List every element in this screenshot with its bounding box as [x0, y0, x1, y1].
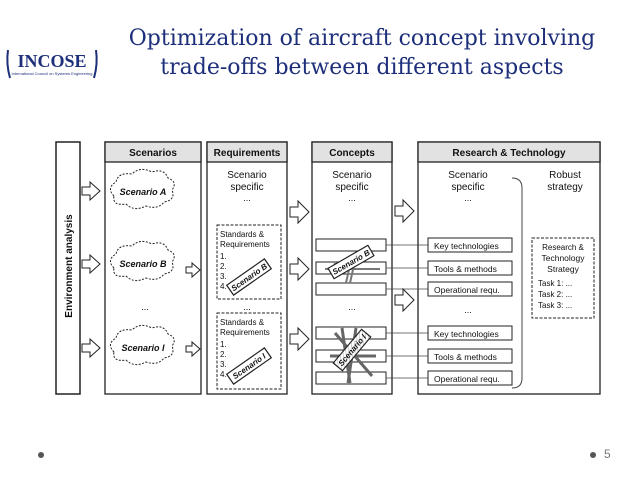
process-diagram: Environment analysis Scenarios Requireme… [55, 141, 601, 395]
logo-text: INCOSE [17, 51, 86, 71]
requirements-specific-line-2: specific [230, 182, 263, 193]
tech-b-operational: Operational requ. [434, 285, 500, 295]
scenario-i-label: Scenario I [121, 343, 165, 353]
research-ellipsis-middle: ... [464, 305, 472, 315]
slide-title-line-1: Optimization of aircraft concept involvi… [128, 26, 596, 51]
document-i-stamp-box [225, 347, 273, 385]
document-b-item-3: 3. [220, 272, 227, 281]
requirements-ellipsis-middle: ... [243, 302, 251, 312]
concepts-ellipsis-middle: ... [348, 302, 356, 312]
footer-dot-left [38, 452, 44, 458]
research-specific-line-1: Scenario [448, 170, 488, 181]
incose-logo: INCOSE International Council on Systems … [6, 49, 98, 79]
connector-lines [386, 244, 428, 379]
document-b-item-1: 1. [220, 252, 227, 261]
requirements-document-b: Standards & Requirements 1. 2. 3. 4. Sce… [216, 224, 282, 300]
env-arrow-b [81, 253, 101, 275]
environment-analysis-label: Environment analysis [64, 214, 75, 318]
document-i-item-2: 2. [220, 350, 227, 359]
research-specific-line-2: specific [451, 182, 484, 193]
document-b-heading-1: Standards & [220, 230, 265, 239]
req-concept-arrow-b [289, 256, 310, 282]
document-i-item-3: 3. [220, 360, 227, 369]
slide-title: Optimization of aircraft concept involvi… [92, 24, 632, 82]
research-ellipsis-top: ... [464, 193, 472, 203]
concepts-ellipsis-top: ... [348, 193, 356, 203]
footer-dot-right [590, 452, 596, 458]
slide-title-line-2: trade-offs between different aspects [160, 55, 564, 80]
scenario-a-cloud: Scenario A [110, 168, 175, 210]
strategy-task-1: Task 1: ... [538, 279, 572, 288]
document-b-item-4: 4. [220, 282, 227, 291]
strategy-line-2: Technology [541, 253, 585, 263]
concepts-specific-line-1: Scenario [332, 170, 372, 181]
tech-group-i: Key technologies Tools & methods Operati… [427, 325, 513, 386]
document-b-heading-2: Requirements [220, 240, 270, 249]
document-b-item-2: 2. [220, 262, 227, 271]
tech-b-tools-methods: Tools & methods [434, 264, 497, 274]
strategy-task-3: Task 3: ... [538, 301, 572, 310]
requirements-ellipsis-top: ... [243, 193, 251, 203]
tech-i-tools-methods: Tools & methods [434, 352, 497, 362]
concept-i-aircraft: Scenario I [315, 326, 387, 385]
environment-analysis-bar [55, 141, 81, 395]
research-header-label: Research & Technology [452, 148, 566, 159]
requirements-header [206, 141, 288, 163]
robust-strategy-line-1: Robust [549, 170, 581, 181]
concept-b-stamp-box [327, 244, 375, 280]
tech-i-key-technologies: Key technologies [434, 329, 499, 339]
document-i-heading-1: Standards & [220, 318, 265, 327]
document-i-heading-2: Requirements [220, 328, 270, 337]
strategy-task-2: Task 2: ... [538, 290, 572, 299]
strategy-document: Research & Technology Strategy Task 1: .… [531, 237, 595, 319]
scen-req-arrow-i [185, 340, 201, 358]
requirements-header-label: Requirements [214, 148, 281, 159]
scenario-b-label: Scenario B [119, 259, 167, 269]
research-bracket [511, 177, 523, 389]
document-i-item-4: 4. [220, 370, 227, 379]
logo-subtext: International Council on Systems Enginee… [12, 71, 93, 76]
document-i-item-1: 1. [220, 340, 227, 349]
env-arrow-a [81, 180, 101, 202]
strategy-line-1: Research & [542, 243, 584, 252]
scenario-b-cloud: Scenario B [110, 240, 175, 282]
scenario-a-label: Scenario A [120, 187, 167, 197]
tech-i-operational: Operational requ. [434, 374, 500, 384]
tech-b-key-technologies: Key technologies [434, 241, 499, 251]
scenarios-header [104, 141, 202, 163]
scenario-i-cloud: Scenario I [110, 324, 175, 366]
req-concept-arrow-i [289, 326, 310, 352]
concepts-specific-line-2: specific [335, 182, 368, 193]
req-concept-arrow-top [289, 199, 310, 225]
env-arrow-i [81, 337, 101, 359]
logo-swoosh-left [6, 49, 11, 79]
concepts-header [311, 141, 393, 163]
scenarios-header-label: Scenarios [129, 148, 177, 159]
robust-strategy-line-2: strategy [547, 182, 583, 193]
logo-swoosh-right [93, 49, 98, 79]
document-b-stamp-box [225, 258, 273, 296]
concept-b-aircraft: Scenario B [315, 238, 387, 296]
tech-group-b: Key technologies Tools & methods Operati… [427, 237, 513, 297]
concept-research-arrow-middle [394, 287, 415, 313]
scen-req-arrow-b [185, 261, 201, 279]
strategy-line-3: Strategy [547, 264, 579, 274]
concept-research-arrow-top [394, 198, 415, 224]
requirements-document-i: Standards & Requirements 1. 2. 3. 4. Sce… [216, 312, 282, 390]
concept-i-stamp-box [332, 328, 372, 372]
research-header [417, 141, 601, 163]
slide-number: 5 [604, 447, 611, 461]
requirements-specific-line-1: Scenario [227, 170, 267, 181]
concepts-header-label: Concepts [329, 148, 375, 159]
scenarios-ellipsis: ... [141, 302, 149, 312]
